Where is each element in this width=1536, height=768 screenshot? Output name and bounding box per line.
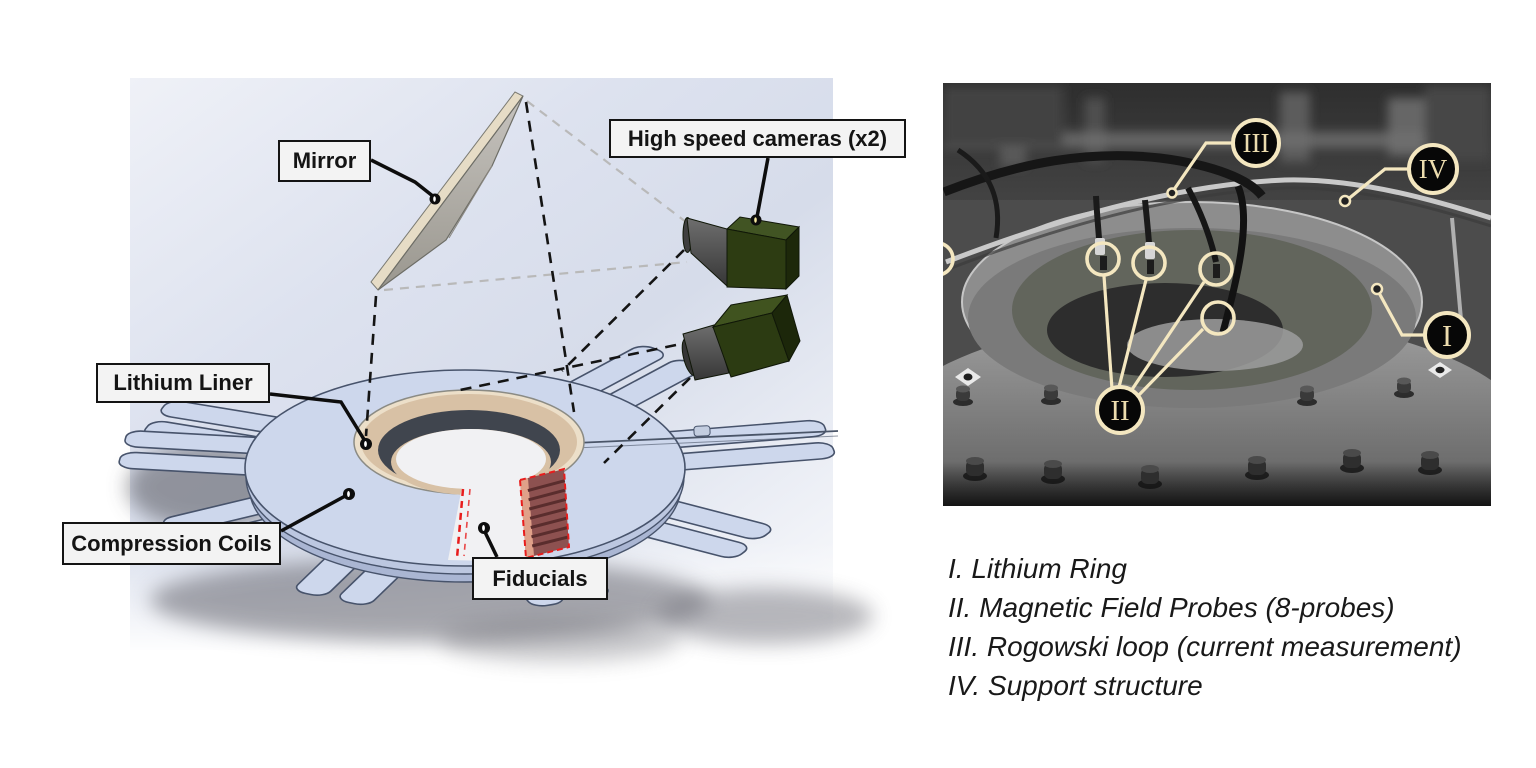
cad-diagram [117, 78, 873, 662]
label-mirror: Mirror [278, 140, 371, 182]
marker-ii-ray-2 [1117, 279, 1148, 388]
camera-1 [682, 216, 801, 291]
mirror-pin [429, 193, 441, 205]
legend-item-4: IV. Support structure [948, 670, 1203, 701]
probe-circle-3 [1198, 251, 1234, 287]
photo-cables [943, 147, 1266, 333]
photo-legend: I. Lithium Ring II. Magnetic Field Probe… [948, 549, 1462, 705]
probe-circle-2 [1131, 245, 1167, 281]
mirror-leader [370, 158, 436, 199]
liner-pin [360, 438, 372, 450]
marker-ii-numeral: II [1110, 395, 1129, 427]
fiducials-leader [482, 529, 499, 558]
fiducials-pin [478, 522, 490, 534]
camera2-view-ray-2 [603, 377, 691, 464]
marker-iv-leader [1345, 167, 1408, 202]
liner-floor [396, 429, 546, 489]
probe-circle-0 [943, 242, 955, 276]
mirror-shape [370, 91, 524, 291]
camera-1-body [726, 228, 787, 290]
legend-item-1: I. Lithium Ring [948, 553, 1127, 584]
diagram-leaders [269, 157, 770, 558]
marker-iii-dot [1166, 187, 1178, 199]
cameras-pin [750, 214, 762, 226]
marker-ii-ray-3 [1129, 281, 1206, 392]
marker-badge-iii: III [1231, 118, 1281, 168]
photo-bolts [953, 377, 1442, 489]
marker-iii-leader [1171, 141, 1232, 192]
mirror-to-camera-ray-bottom [383, 260, 688, 292]
diagram-pins [343, 193, 762, 534]
legend-item-2: II. Magnetic Field Probes (8-probes) [948, 592, 1395, 623]
marker-ii-ray-4 [1135, 327, 1205, 399]
label-lithium-liner: Lithium Liner [96, 363, 270, 403]
mirror-to-camera-ray-top [526, 100, 687, 223]
lithium-liner-ring [353, 389, 585, 495]
sight-lines [364, 100, 691, 464]
probe-circle-1 [1085, 241, 1121, 277]
photo-machinery [943, 86, 1491, 167]
probe-circle-4 [1200, 300, 1236, 336]
marker-i-dot [1370, 282, 1384, 296]
marker-badge-i: I [1423, 311, 1471, 359]
marker-i-numeral: I [1442, 318, 1452, 353]
photo-diamond-markers [955, 362, 1452, 386]
label-compression-coils: Compression Coils [62, 522, 281, 565]
coils-leader [280, 493, 348, 533]
camera1-view-ray [561, 249, 685, 372]
marker-badge-ii: II [1095, 385, 1145, 435]
marker-iii-numeral: III [1243, 128, 1270, 158]
liner-leader [269, 392, 367, 442]
label-high-speed-cameras: High speed cameras (x2) [609, 119, 906, 158]
experiment-photo: III IV II I [943, 83, 1491, 506]
cutaway-fiducials [448, 467, 571, 562]
marker-i-leader [1376, 290, 1424, 337]
coils-pin [343, 488, 355, 500]
label-fiducials: Fiducials [472, 557, 608, 600]
marker-iv-numeral: IV [1419, 154, 1448, 184]
camera-2 [681, 293, 801, 381]
legend-item-3: III. Rogowski loop (current measurement) [948, 631, 1462, 662]
cameras-leader [755, 157, 770, 218]
mirror-view-ray-1 [524, 101, 576, 413]
mirror-view-ray-2 [364, 295, 378, 437]
marker-badge-iv: IV [1407, 143, 1459, 195]
photo-annotations: III IV II I [943, 118, 1471, 435]
marker-iv-dot [1338, 194, 1352, 208]
marker-ii-ray-1 [1102, 275, 1114, 390]
probe-rod [574, 425, 839, 449]
